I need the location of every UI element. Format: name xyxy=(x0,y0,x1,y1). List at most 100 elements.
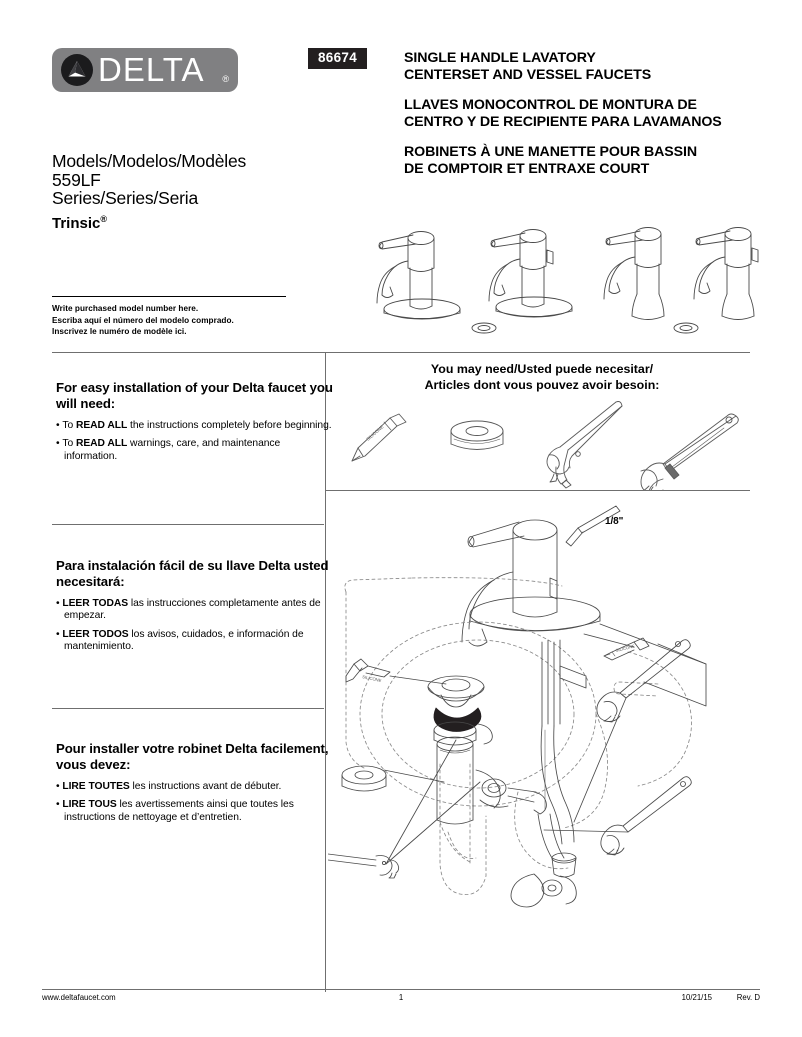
callout-plumbers-putty xyxy=(341,765,445,792)
item-post: les avertissements ainsi que toutes les … xyxy=(64,799,294,823)
adjustable-wrench-icon xyxy=(640,413,739,500)
footer-date: 10/21/15 xyxy=(681,993,712,1002)
delta-triangle-glyph xyxy=(61,54,93,86)
item-post: los avisos, cuidados, e información de m… xyxy=(64,628,304,653)
item-emphasis: LEER TODAS xyxy=(62,598,129,609)
faucet-2 xyxy=(471,229,573,334)
item-post: las instrucciones completamente antes de… xyxy=(64,598,321,622)
svg-text:SILICONE: SILICONE xyxy=(365,424,384,442)
title-english: SINGLE HANDLE LAVATORY CENTERSET AND VES… xyxy=(404,50,774,84)
model-label: Models/Modelos/Modèles xyxy=(52,151,247,171)
item-emphasis: LIRE TOUTES xyxy=(62,781,130,792)
model-block: Models/Modelos/Modèles 559LF Series/Seri… xyxy=(52,152,312,234)
plumbers-putty-icon xyxy=(450,420,504,450)
item-pre: To xyxy=(62,438,76,450)
title-english-line2: CENTERSET AND VESSEL FAUCETS xyxy=(404,67,652,83)
tools-illustrations-svg: SILICONE xyxy=(351,401,739,500)
faucet-illustrations xyxy=(366,206,766,346)
counter-edge xyxy=(541,623,707,727)
write-instruction-spanish: Escriba aquí el número del modelo compra… xyxy=(52,315,234,325)
write-instruction-english: Write purchased model number here. xyxy=(52,304,199,313)
list-item: LIRE TOUTES les instructions avant de dé… xyxy=(56,781,334,793)
callout-wrench xyxy=(543,639,692,856)
title-spanish: LLAVES MONOCONTROL DE MONTURA DE CENTRO … xyxy=(404,97,774,131)
logo-wordmark: DELTA xyxy=(98,51,205,88)
main-installation-diagram: SILICONE SILICONE xyxy=(327,492,752,952)
tools-illustrations: SILICONE xyxy=(332,398,752,500)
instructions-english-list: To READ ALL the instructions completely … xyxy=(56,420,334,463)
callout-pliers xyxy=(327,739,481,879)
supply-lines xyxy=(540,725,575,845)
instructions-english-heading: For easy installation of your Delta fauc… xyxy=(56,380,333,411)
title-english-line1: SINGLE HANDLE LAVATORY xyxy=(404,50,596,66)
item-post: les instructions avant de débuter. xyxy=(129,781,282,792)
title-french-line2: DE COMPTOIR ET ENTRAXE COURT xyxy=(404,161,650,177)
brand-registered-mark: ® xyxy=(100,213,107,224)
instructions-spanish: Para instalación fácil de su llave Delta… xyxy=(56,558,334,660)
divider-right-tools xyxy=(325,490,750,491)
divider-header xyxy=(52,352,750,353)
svg-text:SILICONE: SILICONE xyxy=(362,674,382,683)
svg-text:SILICONE: SILICONE xyxy=(615,643,635,653)
model-write-line xyxy=(52,296,286,297)
brand-name-text: Trinsic xyxy=(52,214,101,232)
item-pre: To xyxy=(62,420,76,431)
faucet-body xyxy=(461,519,558,647)
drain-tailpiece-hidden xyxy=(439,763,487,896)
delta-triangle-icon xyxy=(61,54,93,86)
title-french-line1: ROBINETS À UNE MANETTE POUR BASSIN xyxy=(404,144,697,160)
page-footer: www.deltafaucet.com 1 10/21/15 Rev. D xyxy=(42,992,760,1006)
callout-silicone-right: SILICONE xyxy=(583,633,650,661)
series-label: Series/Series/Seria xyxy=(52,188,198,208)
title-french: ROBINETS À UNE MANETTE POUR BASSIN DE CO… xyxy=(404,144,774,178)
divider-left-french xyxy=(52,708,324,709)
title-spanish-line2: CENTRO Y DE RECIPIENTE PARA LAVAMANOS xyxy=(404,114,722,130)
footer-divider xyxy=(42,989,760,990)
instructions-english: For easy installation of your Delta fauc… xyxy=(56,380,334,469)
divider-left-spanish xyxy=(52,524,324,525)
instructions-spanish-list: LEER TODAS las instrucciones completamen… xyxy=(56,598,334,654)
escutcheon-plate xyxy=(469,596,601,632)
divider-vertical-footer xyxy=(325,978,326,992)
title-spanish-line1: LLAVES MONOCONTROL DE MONTURA DE xyxy=(404,97,697,113)
document-number-badge: 86674 xyxy=(308,48,368,69)
divider-vertical-column xyxy=(325,352,326,980)
faucet-1 xyxy=(376,231,461,320)
footer-revision: Rev. D xyxy=(736,993,760,1002)
list-item: To READ ALL warnings, care, and maintena… xyxy=(56,438,334,463)
silicone-tube-icon: SILICONE xyxy=(351,413,407,462)
tools-section-heading: You may need/Usted puede necesitar/ Arti… xyxy=(334,362,750,393)
item-emphasis: LIRE TOUS xyxy=(62,799,117,811)
item-emphasis: READ ALL xyxy=(75,420,128,431)
logo-registered-mark: ® xyxy=(222,74,229,84)
instructions-french: Pour installer votre robinet Delta facil… xyxy=(56,741,334,830)
instructions-french-list: LIRE TOUTES les instructions avant de dé… xyxy=(56,781,334,824)
hex-key-size-label: 1/8" xyxy=(605,516,624,527)
footer-website[interactable]: www.deltafaucet.com xyxy=(42,993,116,1002)
model-write-instructions: Write purchased model number here. Escri… xyxy=(52,303,322,338)
tools-heading-line2: Articles dont vous pouvez avoir besoin: xyxy=(424,377,660,392)
callout-silicone-left: SILICONE xyxy=(345,658,447,685)
main-diagram-svg: SILICONE SILICONE xyxy=(327,505,707,908)
item-emphasis: READ ALL xyxy=(75,438,128,450)
footer-page-number: 1 xyxy=(398,993,404,1002)
write-instruction-french: Inscrivez le numéro de modèle ici. xyxy=(52,327,187,337)
instructions-spanish-heading: Para instalación fácil de su llave Delta… xyxy=(56,558,329,589)
faucet-illustrations-svg xyxy=(376,227,759,334)
tongue-and-groove-pliers-icon xyxy=(546,401,623,489)
list-item: LIRE TOUS les avertissements ainsi que t… xyxy=(56,799,334,824)
list-item: LEER TODAS las instrucciones completamen… xyxy=(56,598,334,623)
sink-counter-outline xyxy=(344,577,692,870)
model-number: 559LF xyxy=(52,169,101,190)
delta-logo: DELTA ® xyxy=(52,48,238,92)
item-emphasis: LEER TODOS xyxy=(62,628,129,640)
brand-name: Trinsic® xyxy=(52,209,312,234)
faucet-4 xyxy=(673,227,759,334)
item-post: the instructions completely before begin… xyxy=(127,420,332,431)
hex-key-icon xyxy=(565,505,621,547)
instructions-french-heading: Pour installer votre robinet Delta facil… xyxy=(56,741,329,772)
list-item: LEER TODOS los avisos, cuidados, e infor… xyxy=(56,629,334,654)
item-post: warnings, care, and maintenance informat… xyxy=(64,438,281,462)
popup-linkage xyxy=(475,769,577,908)
